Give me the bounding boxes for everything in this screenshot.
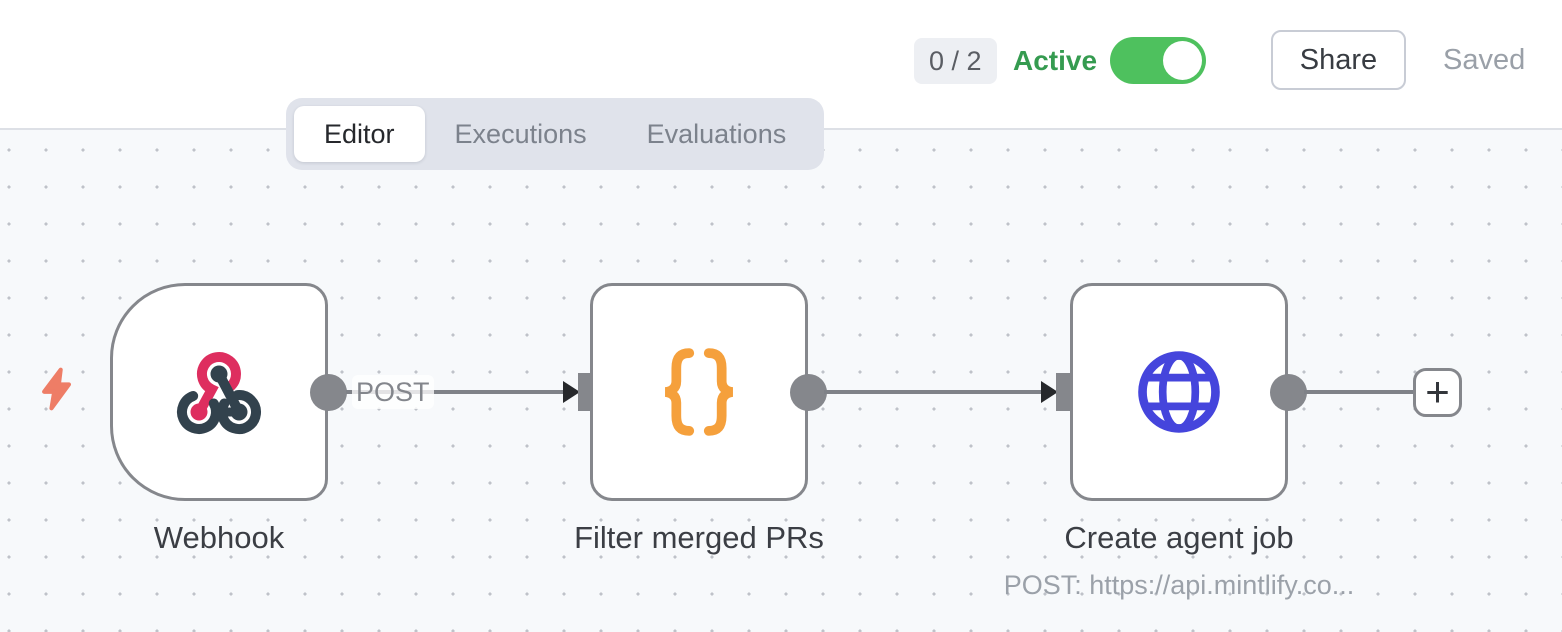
workflow-canvas[interactable]: POST Webhook Filter merged PRs <box>0 130 1562 632</box>
connection-filter-to-http[interactable] <box>824 390 1043 394</box>
node-create-agent-job[interactable] <box>1070 283 1288 501</box>
filter-input-connector <box>578 373 593 411</box>
trigger-bolt-icon <box>34 366 80 412</box>
toggle-knob <box>1163 41 1202 80</box>
activation-count-badge[interactable]: 0 / 2 <box>914 38 997 84</box>
tab-evaluations[interactable]: Evaluations <box>646 119 787 149</box>
node-title-create-agent-job: Create agent job <box>1064 520 1294 555</box>
saved-status: Saved <box>1443 44 1526 76</box>
tab-executions[interactable]: Executions <box>454 119 587 149</box>
view-tabbar: Editor Executions Evaluations <box>286 98 825 170</box>
code-braces-icon <box>645 338 753 446</box>
node-filter-merged-prs[interactable] <box>590 283 808 501</box>
connection-arrowhead <box>563 381 580 403</box>
webhook-icon <box>169 342 269 442</box>
http-output-connector[interactable] <box>1270 374 1307 411</box>
active-label: Active <box>1013 45 1098 76</box>
top-bar: 0 / 2 Active Share Saved <box>0 0 1562 130</box>
active-toggle[interactable] <box>1110 37 1206 84</box>
globe-icon <box>1131 344 1227 440</box>
webhook-output-label: POST <box>352 375 434 409</box>
node-title-webhook: Webhook <box>153 520 285 555</box>
connection-http-to-add[interactable] <box>1304 390 1416 394</box>
add-node-button[interactable]: + <box>1413 368 1462 417</box>
connection-arrowhead <box>1041 381 1058 403</box>
node-title-filter: Filter merged PRs <box>574 520 824 555</box>
share-button[interactable]: Share <box>1271 30 1406 90</box>
filter-output-connector[interactable] <box>790 374 827 411</box>
webhook-output-connector[interactable] <box>310 374 347 411</box>
node-subtitle-create-agent-job: POST: https://api.mintlify.co... <box>1003 570 1355 600</box>
http-input-connector <box>1056 373 1071 411</box>
connection-webhook-to-filter[interactable] <box>346 390 565 394</box>
tab-editor[interactable]: Editor <box>294 106 425 162</box>
node-webhook[interactable] <box>110 283 328 501</box>
